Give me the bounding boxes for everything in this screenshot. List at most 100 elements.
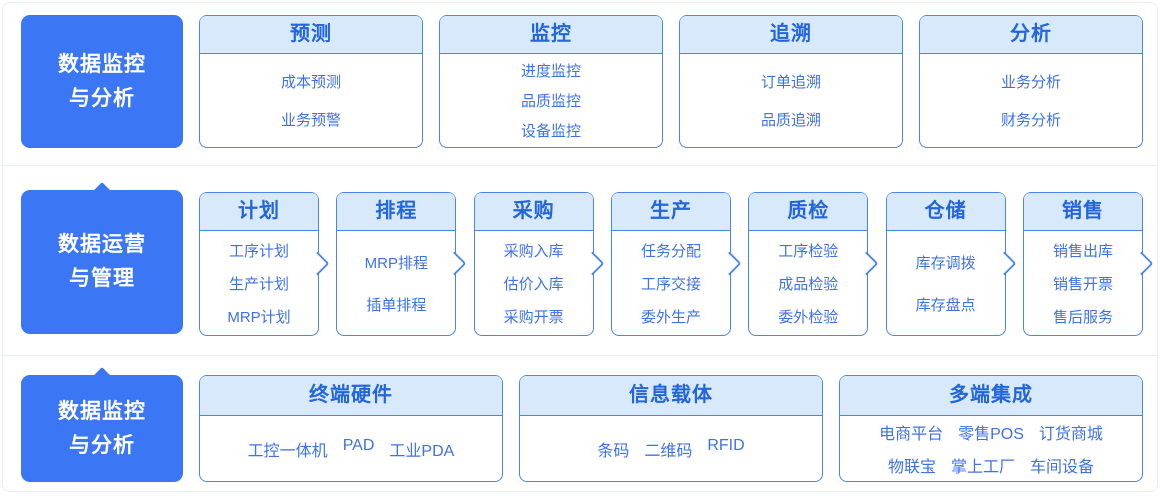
- card-item-row: 工控一体机 PAD 工业PDA: [248, 437, 455, 461]
- feature-card: 多端集成电商平台零售POS 订货商城物联宝掌上工厂车间设备: [839, 375, 1143, 482]
- feature-card: 质检工序检验成品检验委外检验: [748, 192, 879, 336]
- row-label: 数据运营与管理: [21, 182, 183, 334]
- card-list: 终端硬件工控一体机 PAD 工业PDA 信息载体条码二维码 RFID 多端集成电商平台零售…: [199, 375, 1143, 482]
- feature-card: 仓储库存调拨库存盘点: [885, 192, 1017, 336]
- card-item: 掌上工厂: [950, 459, 1015, 476]
- card-title: 信息载体: [520, 376, 822, 416]
- row-label-line2: 与分析: [69, 433, 135, 457]
- card-item: 采购开票: [503, 308, 564, 326]
- card-item: 条码: [597, 442, 630, 460]
- card-item: 业务预警: [280, 112, 341, 129]
- card-title: 采购: [474, 193, 593, 231]
- card-item-list: 采购入库估价入库采购开票: [475, 231, 593, 335]
- feature-card: 追溯订单追溯品质追溯: [679, 15, 903, 148]
- card-item: 成本预测: [280, 74, 341, 91]
- card-item-list: 工序检验成品检验委外检验: [749, 231, 867, 335]
- card-item: 设备监控: [520, 123, 581, 140]
- card-item-list: 工控一体机 PAD 工业PDA: [200, 416, 502, 481]
- card-title: 计划: [200, 193, 318, 231]
- card-list: 预测成本预测业务预警监控进度监控品质监控设备监控追溯订单追溯品质追溯分析业务分析…: [199, 15, 1143, 148]
- card-item: 销售开票: [1052, 275, 1113, 293]
- card-item-row: 条码二维码 RFID: [597, 437, 744, 461]
- card-item: 零售POS: [958, 426, 1024, 443]
- card-item-list: 库存调拨库存盘点: [887, 231, 1005, 335]
- feature-card: 监控进度监控品质监控设备监控: [439, 15, 663, 148]
- card-item-list: 进度监控品质监控设备监控: [440, 54, 662, 147]
- row-label-line1: 数据运营: [58, 233, 146, 256]
- card-title: 监控: [440, 16, 662, 54]
- card-item: 财务分析: [1000, 112, 1061, 129]
- card-title: 预测: [200, 16, 422, 54]
- card-item-list: 业务分析财务分析: [920, 54, 1142, 147]
- card-item-list: 电商平台零售POS 订货商城物联宝掌上工厂车间设备: [840, 416, 1142, 481]
- card-item-list: MRP排程插单排程: [337, 231, 455, 335]
- card-title: 生产: [611, 193, 730, 231]
- card-item-row: 电商平台零售POS 订货商城: [879, 420, 1103, 444]
- card-item: 工序交接: [640, 275, 701, 293]
- card-item: 估价入库: [503, 275, 564, 293]
- card-title: 质检: [749, 193, 868, 231]
- card-item: 工业PDA: [389, 442, 455, 460]
- card-item-list: 任务分配工序交接委外生产: [612, 231, 730, 335]
- row-label: 数据监控与分析: [21, 15, 183, 148]
- card-title: 排程: [337, 193, 456, 231]
- feature-card: 生产任务分配工序交接委外生产: [610, 192, 742, 336]
- card-title: 追溯: [680, 16, 902, 54]
- row-label-line2: 与分析: [69, 86, 135, 110]
- card-item: 库存调拨: [915, 254, 976, 272]
- card-item: 业务分析: [1000, 74, 1061, 91]
- card-item: 品质监控: [520, 93, 581, 110]
- card-item: 工控一体机: [247, 442, 328, 460]
- row-label-line2: 与管理: [69, 267, 135, 290]
- feature-card: 分析业务分析财务分析: [919, 15, 1143, 148]
- card-item: 二维码: [644, 442, 693, 460]
- card-item: 工序计划: [228, 242, 289, 260]
- card-item-list: 条码二维码 RFID: [520, 416, 822, 481]
- row-label-line1: 数据监控: [58, 399, 146, 423]
- feature-card: 预测成本预测业务预警: [199, 15, 423, 148]
- card-item: 委外检验: [778, 308, 839, 326]
- card-item-list: 成本预测业务预警: [200, 54, 422, 147]
- card-title: 多端集成: [840, 376, 1142, 416]
- card-item: 生产计划: [228, 275, 289, 293]
- card-item-list: 订单追溯品质追溯: [680, 54, 902, 147]
- card-item: 销售出库: [1052, 242, 1113, 260]
- card-item: RFID: [707, 436, 745, 454]
- card-item: 插单排程: [366, 296, 427, 314]
- card-item-row: 物联宝掌上工厂车间设备: [888, 453, 1094, 477]
- row-label-line1: 数据监控: [58, 52, 146, 76]
- card-item: 订货商城: [1038, 426, 1103, 443]
- card-item: 品质追溯: [760, 112, 821, 129]
- row-monitoring-analysis-top: 数据监控与分析预测成本预测业务预警监控进度监控品质监控设备监控追溯订单追溯品质追…: [3, 3, 1157, 165]
- card-item: 工序检验: [778, 242, 839, 260]
- card-item: PAD: [342, 436, 375, 454]
- card-item: 库存盘点: [915, 296, 976, 314]
- card-item: MRP排程: [364, 254, 428, 272]
- feature-card: 信息载体条码二维码 RFID: [519, 375, 823, 482]
- card-title: 仓储: [886, 193, 1005, 231]
- connector-arrow-up-icon: [92, 367, 112, 387]
- card-item: 进度监控: [520, 63, 581, 80]
- card-item: 委外生产: [640, 308, 701, 326]
- card-item-list: 销售出库销售开票售后服务: [1024, 231, 1142, 335]
- card-item: 车间设备: [1030, 459, 1095, 476]
- card-item: 电商平台: [879, 426, 944, 443]
- card-item: 成品检验: [778, 275, 839, 293]
- connector-arrow-up-icon: [92, 182, 112, 202]
- card-title: 终端硬件: [200, 376, 502, 416]
- card-item: 任务分配: [640, 242, 701, 260]
- row-label: 数据监控与分析: [21, 367, 183, 482]
- card-item: 订单追溯: [760, 74, 821, 91]
- feature-card: 销售销售出库销售开票售后服务: [1022, 192, 1154, 336]
- card-item: 采购入库: [503, 242, 564, 260]
- card-title: 销售: [1023, 193, 1142, 231]
- card-title: 分析: [920, 16, 1142, 54]
- card-item: 售后服务: [1052, 308, 1113, 326]
